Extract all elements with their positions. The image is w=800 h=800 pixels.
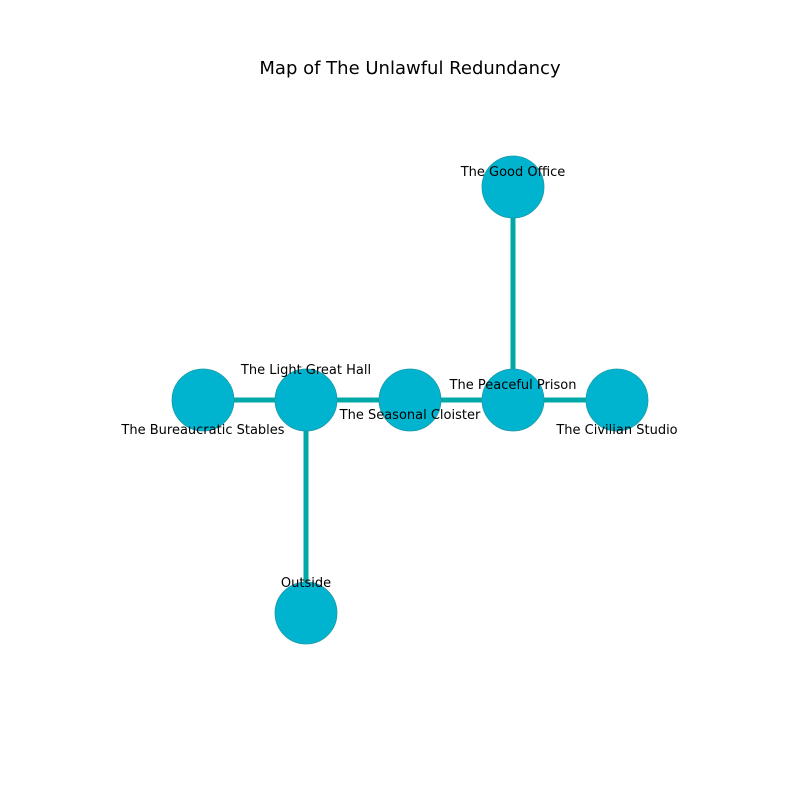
room-node-good-office: [481, 155, 545, 219]
room-node-outside: [274, 581, 338, 645]
room-node-light-great-hall: [274, 368, 338, 432]
room-node-seasonal-cloister: [378, 368, 442, 432]
room-label-light-great-hall: The Light Great Hall: [240, 363, 371, 378]
room-node-bureaucratic-stables: [171, 368, 235, 432]
room-label-civilian-studio: The Civilian Studio: [555, 423, 677, 438]
room-label-outside: Outside: [281, 576, 331, 591]
room-label-peaceful-prison: The Peaceful Prison: [449, 378, 577, 393]
room-label-seasonal-cloister: The Seasonal Cloister: [339, 408, 481, 423]
rooms-layer: [171, 155, 649, 645]
room-node-peaceful-prison: [481, 368, 545, 432]
room-label-bureaucratic-stables: The Bureaucratic Stables: [120, 423, 284, 438]
map-title: Map of The Unlawful Redundancy: [259, 58, 561, 79]
room-label-good-office: The Good Office: [460, 165, 566, 180]
room-node-civilian-studio: [585, 368, 649, 432]
